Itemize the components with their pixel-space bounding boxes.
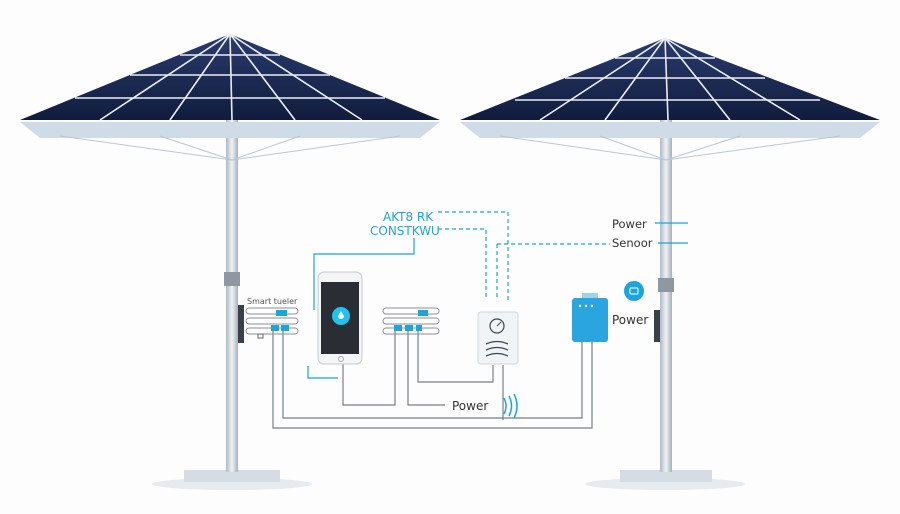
- sensor-controller-box: [477, 311, 519, 365]
- left-solar-umbrella: [20, 33, 440, 490]
- screen-icon: [629, 287, 639, 295]
- home-button: [338, 356, 344, 362]
- canopy-underside: [20, 122, 440, 138]
- canopy-underside: [460, 122, 880, 138]
- power-label-center: Power: [452, 399, 488, 413]
- wireless-icon: [503, 393, 518, 419]
- pole-mount: [654, 310, 660, 342]
- gauge-icon: [489, 318, 505, 334]
- right-solar-umbrella: [460, 37, 880, 490]
- pole-clamp: [224, 272, 240, 286]
- network-label-line2: CONSTKWU: [370, 224, 440, 238]
- battery-unit: [572, 293, 608, 342]
- data-links: [307, 211, 688, 379]
- panel-grid: [515, 37, 820, 121]
- network-label-line1: AKT8 RK: [383, 210, 434, 224]
- smart-controller-left: [245, 307, 299, 339]
- smartphone: [317, 271, 363, 365]
- solar-canopy: [460, 38, 880, 120]
- smart-controller-middle: [382, 307, 440, 335]
- signal-icon: [485, 340, 509, 357]
- canopy-ribs: [499, 135, 841, 161]
- umbrella-base: [620, 470, 712, 482]
- wiring: [272, 330, 593, 429]
- power-label-battery: Power: [612, 313, 648, 327]
- status-indicator-icon: [624, 281, 644, 301]
- water-drop-icon: [338, 311, 344, 319]
- pole-mount: [238, 305, 244, 343]
- umbrella-pole: [226, 118, 238, 472]
- panel-grid: [75, 33, 385, 121]
- umbrella-base: [184, 470, 280, 482]
- sensor-label-right: Senoor: [612, 236, 653, 250]
- power-label-right: Power: [612, 217, 647, 231]
- smart-controller-label: Smart tueler: [247, 297, 298, 306]
- umbrella-pole: [660, 118, 672, 472]
- canopy-ribs: [59, 135, 401, 161]
- pole-clamp: [658, 278, 674, 292]
